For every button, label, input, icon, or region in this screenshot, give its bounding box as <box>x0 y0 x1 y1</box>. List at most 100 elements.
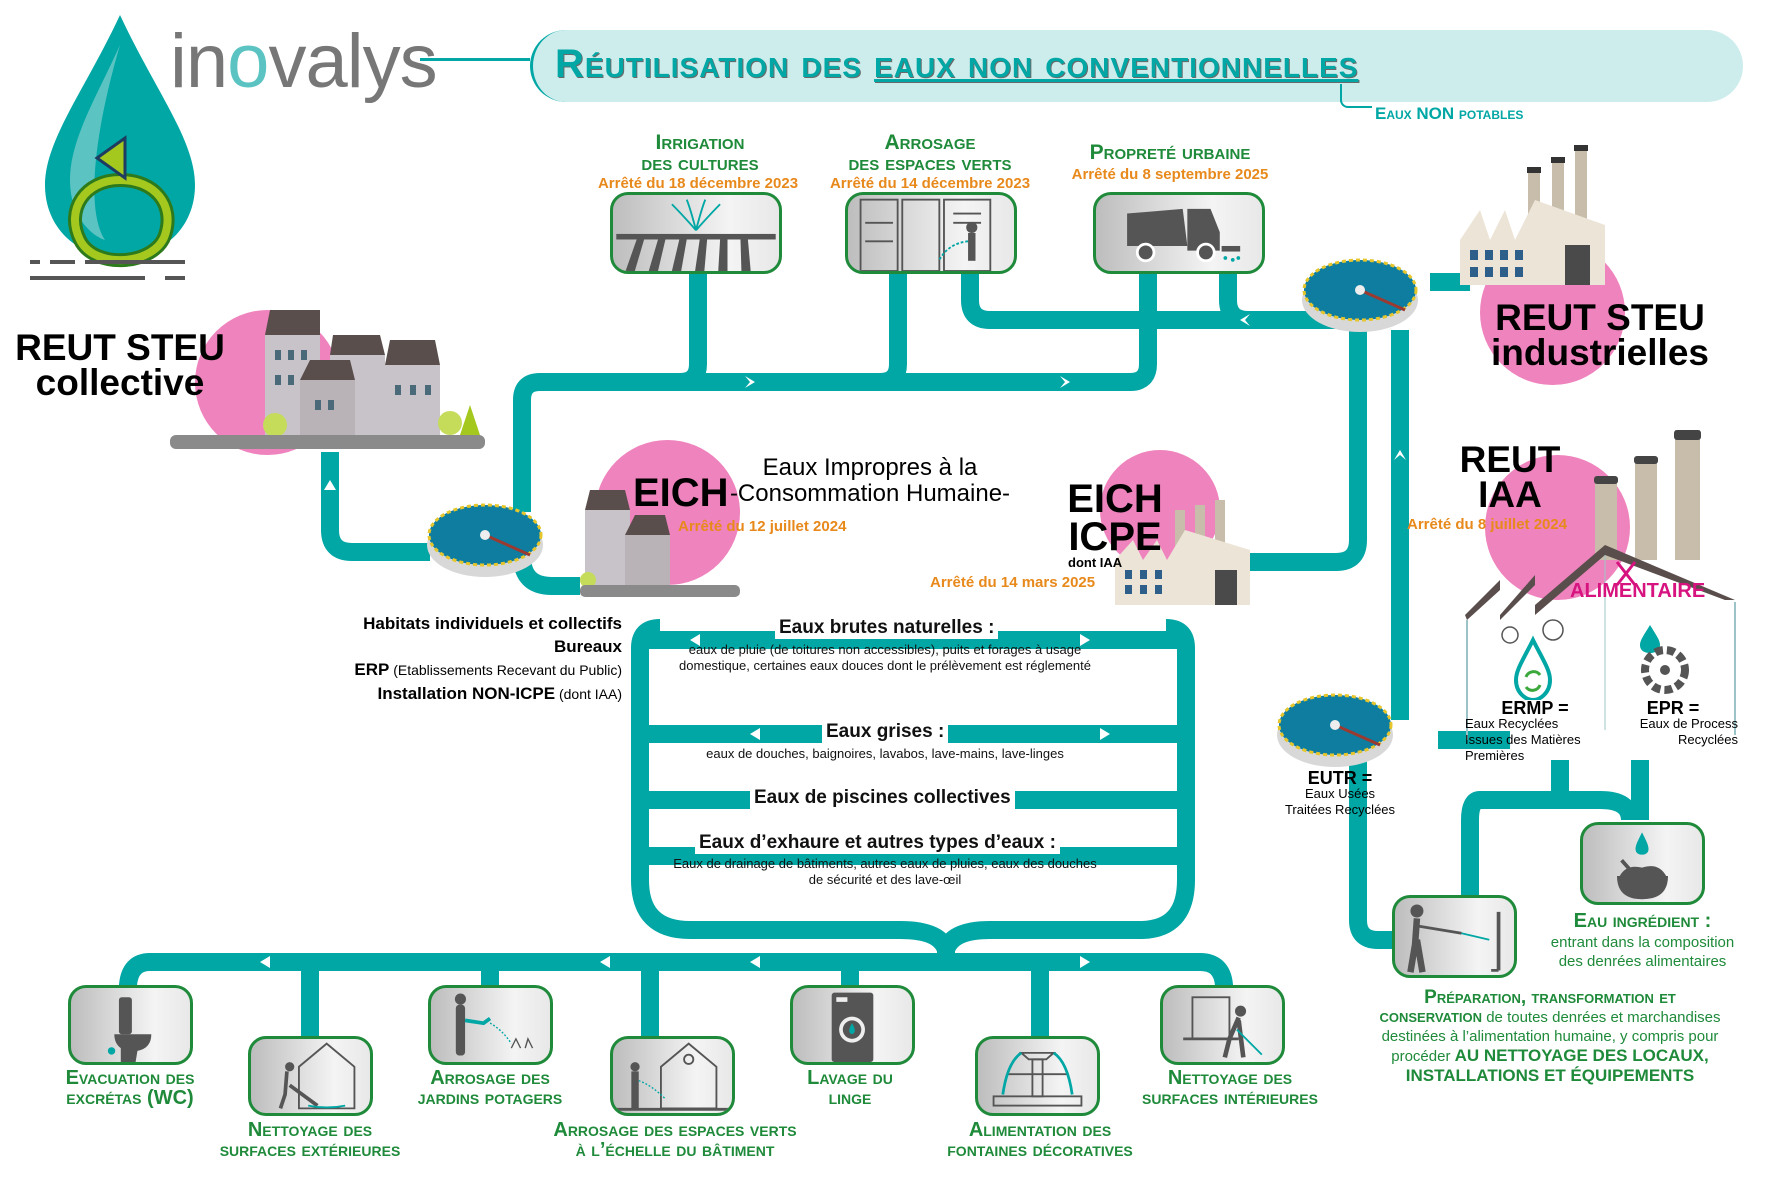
source-label-line: EICH <box>1067 477 1163 521</box>
water-type-head: Eaux grises : <box>822 721 949 743</box>
use-title-urban-cleanliness: Propreté urbaine <box>1055 142 1285 163</box>
decree-eich: Arrêté du 12 juillet 2024 <box>678 518 847 535</box>
water-type-desc: eaux de pluie (de toitures non accessibl… <box>679 642 1091 673</box>
brand-name-o: o <box>227 19 269 104</box>
ermp-title: ERMP = <box>1501 698 1569 718</box>
epr-title: EPR = <box>1646 698 1700 718</box>
ermp-line: Premières <box>1465 748 1525 763</box>
use-title-line: Irrigation <box>655 131 745 154</box>
indoor-cleaning-icon <box>1160 985 1285 1065</box>
preparation-text-part: procéder <box>1391 1048 1455 1065</box>
vegetable-garden-watering-icon <box>428 985 553 1065</box>
fountain-icon <box>975 1036 1100 1116</box>
ermp-line: Eaux Recyclées <box>1465 716 1559 731</box>
buildings-list-item: Habitats individuels et collectifs <box>270 612 622 635</box>
buildings-list-item: ERP (Etablissements Recevant du Public) <box>270 658 622 682</box>
eutr-line: Eaux Usées <box>1304 786 1376 801</box>
brand-name-part: in <box>170 19 228 104</box>
use-label-line: surfaces extérieures <box>219 1139 401 1161</box>
title-banner <box>530 30 1743 102</box>
use-label-outdoor-cleaning: Nettoyage des surfaces extérieures <box>180 1120 440 1160</box>
item-bold: Habitats individuels et collectifs <box>363 614 622 633</box>
preparation-title-cont: conservation <box>1379 1006 1483 1027</box>
ermp-definition: ERMP = Eaux Recyclées Issues des Matière… <box>1465 698 1605 764</box>
use-title-green-spaces: Arrosage des espaces verts <box>815 132 1045 174</box>
eich-definition: Eaux Impropres à la -Consommation Humain… <box>705 455 1035 507</box>
eutr-title: EUTR = <box>1307 768 1373 788</box>
eutr-definition: EUTR = Eaux Usées Traitées Recyclées <box>1270 768 1410 818</box>
water-drop-recycle-arrow-icon <box>30 15 195 280</box>
source-label-reut-iaa: REUT IAA <box>1450 441 1570 513</box>
irrigation-sprinkler-icon <box>610 192 782 274</box>
use-label-line: Nettoyage des <box>247 1119 373 1141</box>
buildings-list: Habitats individuels et collectifs Burea… <box>270 612 622 706</box>
iaa-chimneys-icon <box>1580 430 1710 560</box>
item-bold: Bureaux <box>553 637 622 656</box>
item-note: (dont IAA) <box>555 686 622 702</box>
preparation-text: Préparation, transformation et conservat… <box>1335 988 1765 1085</box>
epr-line: Eaux de Process <box>1639 716 1738 731</box>
toilet-icon <box>68 985 193 1065</box>
food-factory-outline <box>1465 520 1740 740</box>
factory-icon <box>1460 145 1610 295</box>
source-label-reut-collective: REUT STEU collective <box>10 329 230 401</box>
subtitle-connector <box>1340 84 1372 108</box>
water-type-head: Eaux d’exhaure et autres types d’eaux : <box>695 832 1060 854</box>
use-label-line: Alimentation des <box>968 1119 1112 1141</box>
decree-iaa: Arrêté du 8 juillet 2024 <box>1407 516 1568 533</box>
source-label-line: REUT STEU <box>1495 297 1705 338</box>
use-title-irrigation: Irrigation des cultures <box>585 132 815 174</box>
preparation-line: conservation de toutes denrées et marcha… <box>1335 1007 1765 1027</box>
decree-urban-cleanliness: Arrêté du 8 septembre 2025 <box>1071 166 1269 183</box>
eich-definition-line: Eaux Impropres à la <box>762 454 978 481</box>
water-type-desc: Eaux de drainage de bâtiments, autres ea… <box>673 856 1097 887</box>
brand-name-part: valys <box>268 19 437 104</box>
eau-ingredient-line: des denrées alimentaires <box>1558 953 1727 970</box>
source-label-eich-icpe: EICH ICPE <box>1060 477 1170 559</box>
item-bold: ERP <box>354 660 390 679</box>
use-label-line: excrétas (WC) <box>66 1087 194 1109</box>
water-type-head: Eaux de piscines collectives <box>750 787 1015 809</box>
process-gear-drop-icon <box>1630 625 1695 695</box>
use-label-line: surfaces intérieures <box>1142 1087 1318 1109</box>
epr-definition: EPR = Eaux de Process Recyclées <box>1608 698 1738 748</box>
city-buildings-icon <box>170 305 485 465</box>
treatment-basin-icon <box>1300 255 1420 335</box>
use-label-line: Evacuation des <box>65 1067 195 1089</box>
decree-irrigation: Arrêté du 18 décembre 2023 <box>597 175 799 192</box>
eutr-line: Traitées Recyclées <box>1284 802 1396 817</box>
use-label-line: Nettoyage des <box>1167 1067 1293 1089</box>
use-label-line: Lavage du <box>807 1067 893 1089</box>
street-sweeper-icon <box>1093 192 1265 274</box>
building-green-watering-icon <box>610 1036 735 1116</box>
eau-ingredient-text: Eau ingrédient : entrant dans la composi… <box>1520 910 1765 971</box>
pressure-washer-icon <box>1392 895 1517 978</box>
preparation-bold-line: INSTALLATIONS ET ÉQUIPEMENTS <box>1405 1066 1695 1085</box>
washing-machine-icon <box>790 985 915 1065</box>
houses-icon <box>580 490 740 600</box>
brand-logo <box>25 10 215 280</box>
buildings-list-item: Installation NON-ICPE (dont IAA) <box>270 682 623 706</box>
subtitle: Eaux NON potables <box>1375 104 1524 123</box>
water-type-desc: eaux de douches, baignoires, lavabos, la… <box>706 746 1064 761</box>
treatment-basin-icon <box>1275 690 1395 770</box>
brand-name: inovalys <box>170 18 438 105</box>
outdoor-cleaning-icon <box>248 1036 373 1116</box>
use-label-line: Arrosage des espaces verts <box>553 1119 797 1141</box>
preparation-line: destinées à l’alimentation humaine, y co… <box>1381 1028 1719 1045</box>
source-label-line: ICPE <box>1068 515 1162 559</box>
use-title-line: Arrosage <box>884 131 976 154</box>
preparation-bold-part: AU NETTOYAGE DES LOCAUX, <box>1454 1046 1709 1065</box>
use-label-line: à l’échelle du bâtiment <box>575 1139 775 1161</box>
use-title-line: des espaces verts <box>848 152 1012 175</box>
title-part: Réutilisation des <box>555 42 875 86</box>
eau-ingredient-line: entrant dans la composition <box>1550 934 1735 951</box>
preparation-title: Préparation, transformation et <box>1424 987 1676 1008</box>
use-label-laundry: Lavage du linge <box>750 1068 950 1108</box>
use-label-building-green: Arrosage des espaces verts à l’échelle d… <box>505 1120 845 1160</box>
food-bowl-drop-icon <box>1580 822 1705 905</box>
eich-icpe-note: dont IAA <box>1068 555 1123 570</box>
buildings-list-item: Bureaux <box>270 635 622 658</box>
use-title-line: des cultures <box>641 152 759 175</box>
preparation-line: procéder AU NETTOYAGE DES LOCAUX, <box>1335 1046 1765 1066</box>
